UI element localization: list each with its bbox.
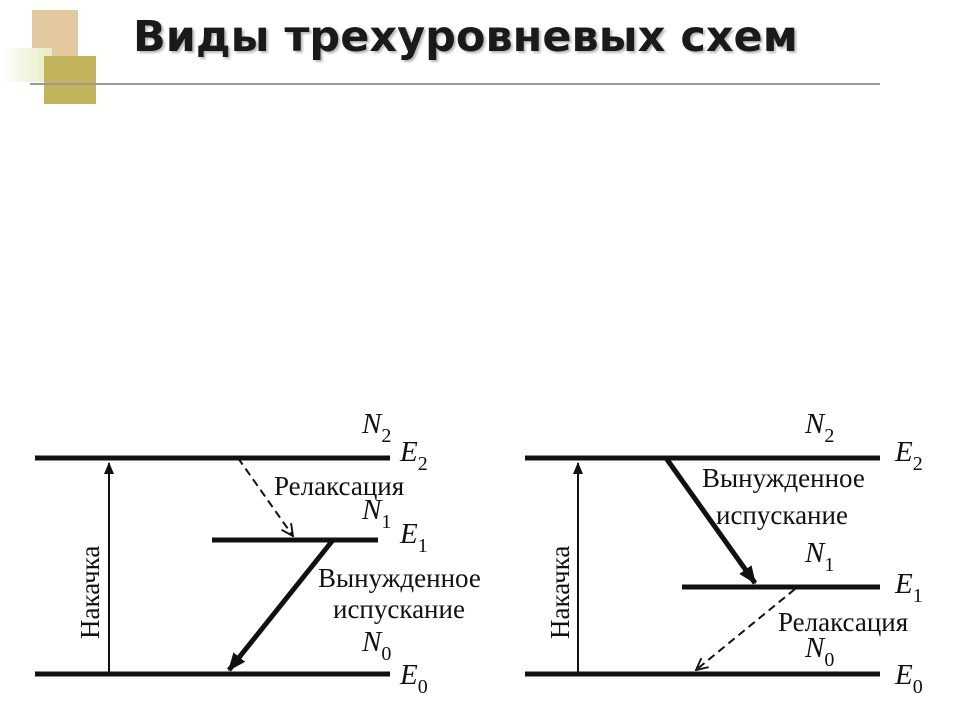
scheme-b-population-n0: N0 bbox=[804, 632, 834, 671]
scheme-a-energy-e1: E1 bbox=[399, 518, 428, 557]
scheme-b-emission-label-line2: испускание bbox=[716, 500, 848, 530]
corner-decoration-olive bbox=[44, 56, 96, 104]
scheme-a-population-n0: N0 bbox=[361, 626, 391, 665]
scheme-b-energy-e1: E1 bbox=[894, 568, 923, 607]
scheme-a-emission-label-line2: испускание bbox=[333, 594, 465, 624]
scheme-a: Накачка Релаксация Вынужденное испускани… bbox=[35, 408, 481, 698]
slide-title: Виды трехуровневых схем bbox=[133, 12, 798, 62]
scheme-b: Накачка Вынужденное испускание Релаксаци… bbox=[525, 408, 923, 698]
scheme-a-emission-arrow bbox=[227, 538, 335, 672]
scheme-a-energy-e2: E2 bbox=[399, 436, 428, 475]
scheme-b-emission-arrow bbox=[663, 456, 758, 585]
scheme-b-pump-label: Накачка bbox=[545, 546, 575, 639]
scheme-b-energy-e0: E0 bbox=[894, 659, 923, 698]
corner-decoration-green bbox=[0, 48, 52, 82]
scheme-b-population-n1: N1 bbox=[804, 537, 834, 576]
scheme-b-population-n2: N2 bbox=[804, 408, 834, 447]
scheme-b-relaxation-label: Релаксация bbox=[778, 607, 908, 637]
scheme-a-emission-label-line1: Вынужденное bbox=[318, 563, 481, 593]
scheme-b-energy-e2: E2 bbox=[894, 436, 923, 475]
scheme-a-population-n1: N1 bbox=[361, 494, 391, 533]
scheme-a-pump-label: Накачка bbox=[75, 546, 105, 639]
scheme-a-relaxation-arrow bbox=[237, 457, 293, 536]
scheme-b-emission-label-line1: Вынужденное bbox=[702, 463, 865, 493]
title-divider bbox=[30, 83, 880, 85]
scheme-b-relaxation-arrow bbox=[696, 588, 796, 670]
scheme-a-energy-e0: E0 bbox=[399, 659, 428, 698]
scheme-a-relaxation-label: Релаксация bbox=[274, 471, 404, 501]
scheme-a-population-n2: N2 bbox=[361, 408, 391, 447]
